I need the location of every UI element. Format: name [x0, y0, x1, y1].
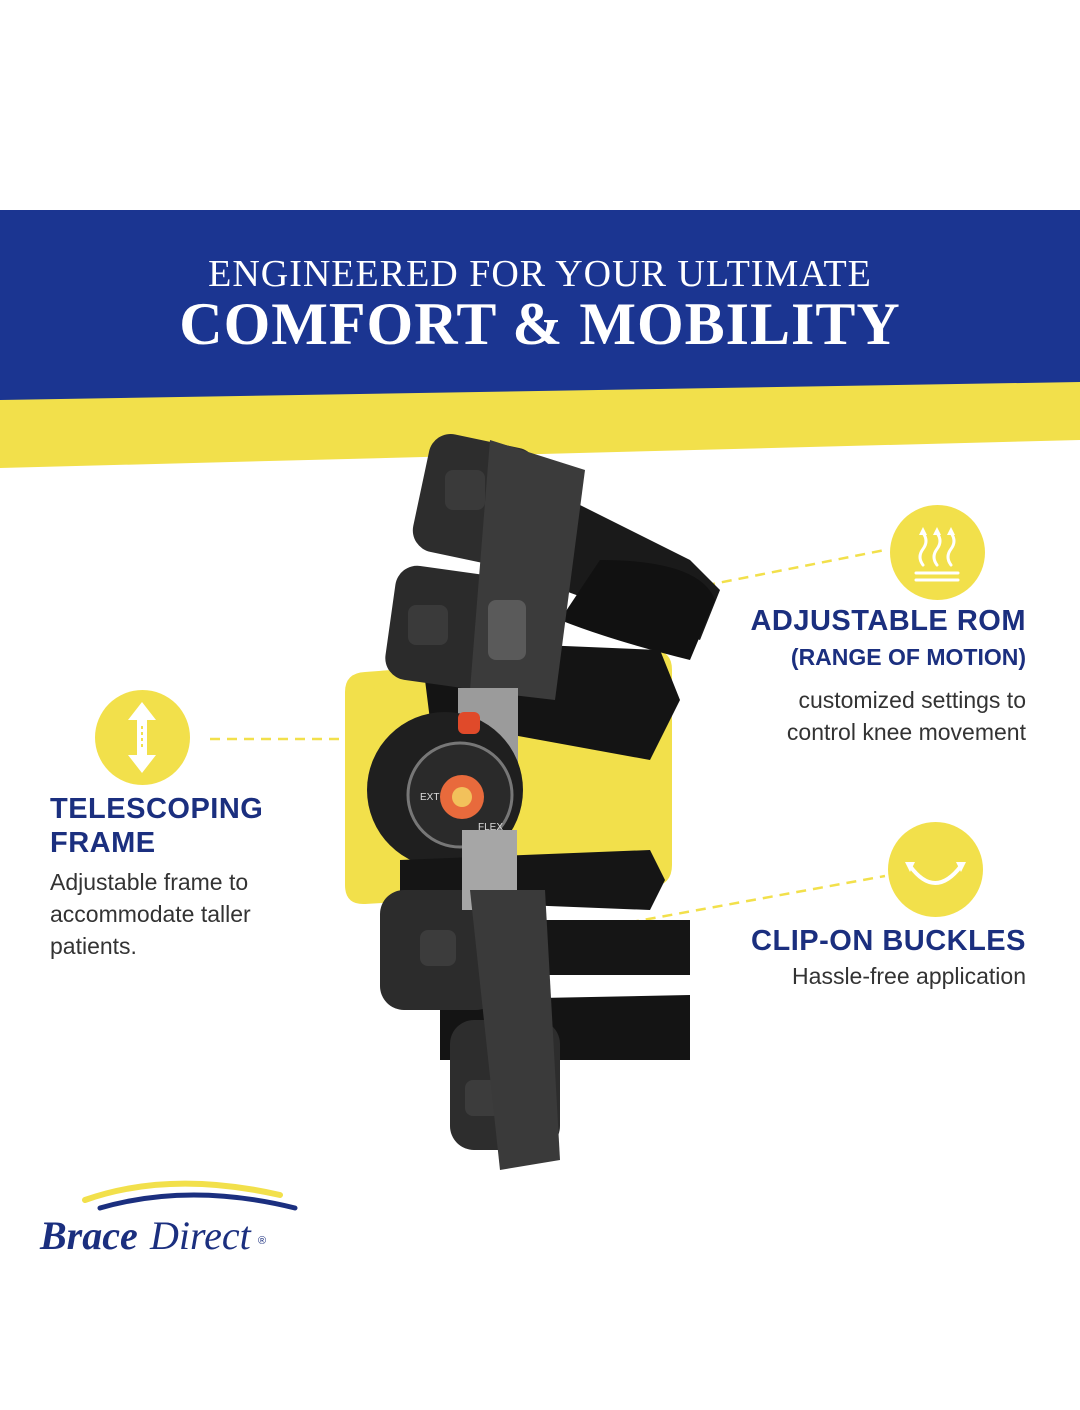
telescoping-desc-line1: Adjustable frame to	[50, 869, 249, 895]
up-down-arrow-icon	[128, 702, 156, 773]
rom-desc-line1: customized settings to	[798, 687, 1026, 713]
headline-line1: ENGINEERED FOR YOUR ULTIMATE	[208, 253, 872, 295]
logo-direct-text: Direct	[150, 1213, 251, 1258]
buckles-desc: Hassle-free application	[792, 963, 1026, 989]
headline-line2: COMFORT & MOBILITY	[179, 291, 901, 357]
heat-waves-icon	[914, 527, 960, 582]
telescoping-icon-badge	[95, 690, 190, 785]
telescoping-title-line2: FRAME	[50, 827, 156, 859]
blue-banner	[0, 210, 1080, 400]
telescoping-title-line1: TELESCOPING	[50, 793, 264, 825]
rom-desc-line2: control knee movement	[786, 719, 1026, 745]
rom-title: ADJUSTABLE ROM	[750, 605, 1026, 637]
rom-icon-badge	[890, 505, 985, 600]
buckles-icon-badge	[888, 822, 983, 917]
telescoping-desc-line3: patients.	[50, 933, 137, 959]
dial-label-ext: EXT	[420, 792, 439, 803]
rom-subtitle: (RANGE OF MOTION)	[790, 644, 1026, 670]
buckles-title: CLIP-ON BUCKLES	[751, 925, 1026, 957]
yellow-stripe	[0, 372, 1080, 468]
dial-label-flex: FLEX	[478, 822, 503, 833]
logo-brace-text: Brace	[40, 1213, 138, 1258]
logo-registered-mark: ®	[258, 1235, 267, 1247]
smile-curve-icon	[905, 862, 966, 885]
logo-swoosh	[82, 1180, 298, 1211]
telescoping-desc-line2: accommodate taller	[50, 901, 251, 927]
